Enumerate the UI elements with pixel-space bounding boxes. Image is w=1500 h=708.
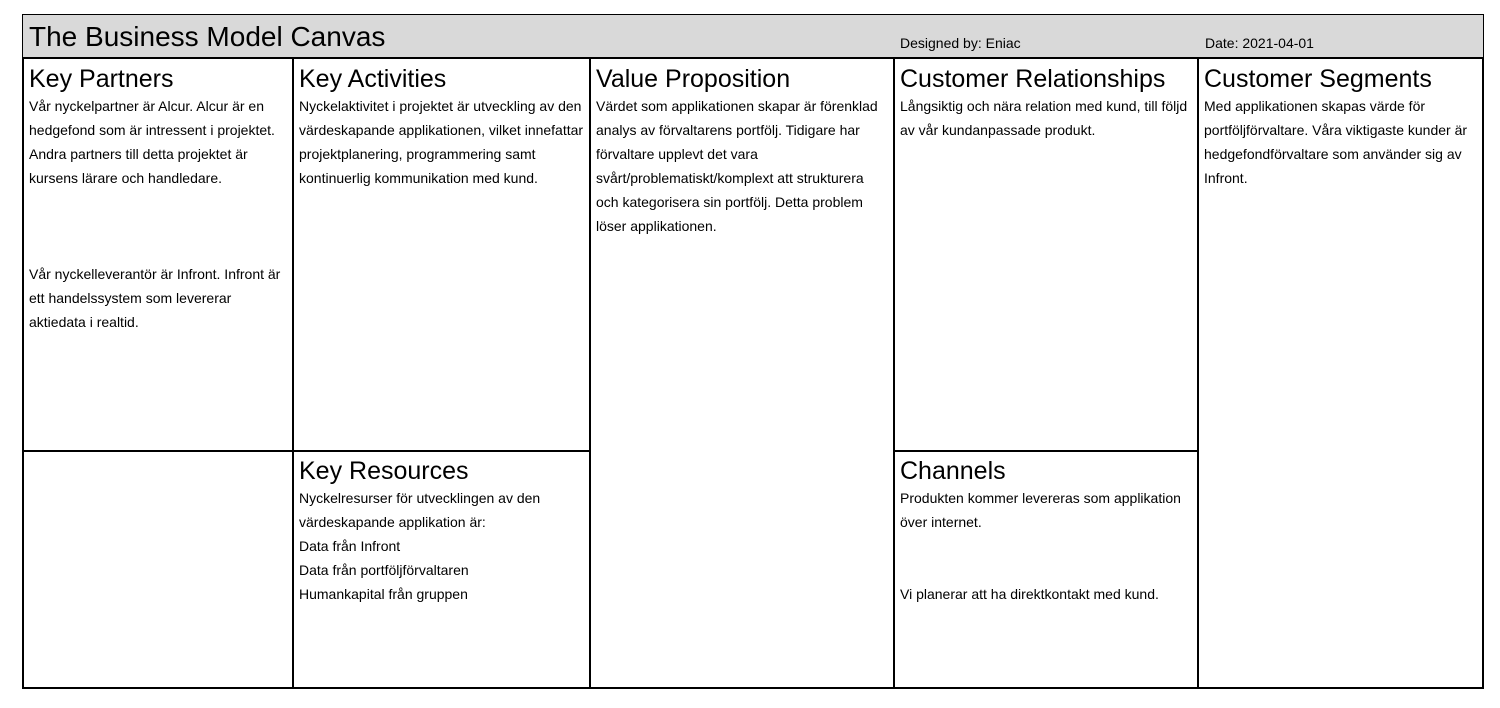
key-activities-title: Key Activities [299, 65, 447, 93]
channels-section: Channels Produkten kommer levereras som … [895, 452, 1197, 687]
divider-relationships-segments [1197, 58, 1199, 689]
key-resources-item: Data från portföljförvaltaren [299, 562, 469, 578]
designed-by-label: Designed by: Eniac [900, 35, 1021, 51]
key-resources-intro: Nyckelresurser för utvecklingen av den v… [299, 490, 541, 530]
channels-text: Produkten kommer levereras som applikati… [900, 490, 1181, 530]
value-proposition-title: Value Proposition [596, 65, 791, 93]
key-partners-supplier-text: Vår nyckelleverantör är Infront. Infront… [29, 266, 281, 330]
divider-value-relationships [893, 58, 895, 689]
customer-segments-text: Med applikationen skapas värde för portf… [1204, 98, 1468, 186]
key-partners-text: Vår nyckelpartner är Alcur. Alcur är en … [29, 98, 275, 186]
canvas-header: The Business Model Canvas Designed by: E… [22, 14, 1484, 59]
business-model-canvas: The Business Model Canvas Designed by: E… [22, 14, 1484, 689]
customer-relationships-title: Customer Relationships [900, 65, 1166, 93]
divider-partners-bottom [22, 450, 294, 452]
key-resources-item: Humankapital från gruppen [299, 586, 468, 602]
customer-segments-section: Customer Segments Med applikationen skap… [1199, 60, 1482, 687]
value-proposition-text: Värdet som applikationen skapar är fören… [596, 98, 878, 234]
channels-title: Channels [900, 457, 1006, 485]
key-resources-title: Key Resources [299, 457, 469, 485]
key-activities-section: Key Activities Nyckelaktivitet i projekt… [294, 60, 589, 450]
value-proposition-section: Value Proposition Värdet som applikation… [591, 60, 893, 687]
customer-relationships-section: Customer Relationships Långsiktig och nä… [895, 60, 1197, 450]
key-resources-section: Key Resources Nyckelresurser för utveckl… [294, 452, 589, 687]
key-activities-text: Nyckelaktivitet i projektet är utvecklin… [299, 98, 584, 186]
border-right [1482, 58, 1484, 689]
channels-contact-text: Vi planerar att ha direktkontakt med kun… [900, 586, 1159, 602]
customer-relationships-text: Långsiktig och nära relation med kund, t… [900, 98, 1188, 138]
customer-segments-title: Customer Segments [1204, 65, 1432, 93]
key-partners-section: Key Partners Vår nyckelpartner är Alcur.… [24, 60, 292, 450]
divider-partners-activities [292, 58, 294, 689]
date-label: Date: 2021-04-01 [1205, 35, 1314, 51]
key-resources-item: Data från Infront [299, 538, 401, 554]
border-left [22, 58, 24, 689]
divider-activities-value [589, 58, 591, 689]
divider-relationships-channels [893, 450, 1199, 452]
border-bottom [22, 687, 1484, 689]
page-title: The Business Model Canvas [29, 21, 386, 52]
key-partners-title: Key Partners [29, 65, 174, 93]
divider-activities-resources [292, 450, 591, 452]
